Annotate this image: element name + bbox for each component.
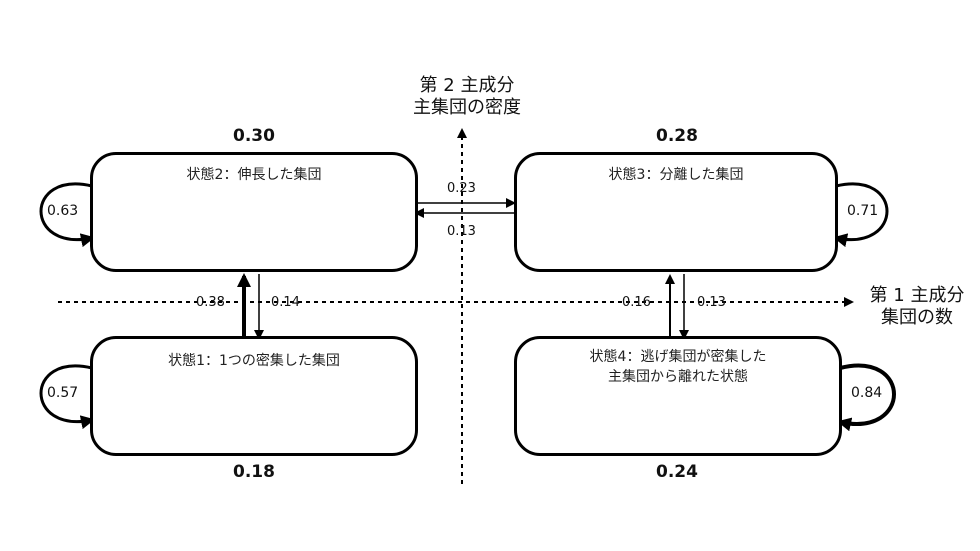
self-loop-s3-value: 0.71 [847,203,879,219]
transition-s2-to-s3: 0.23 [447,181,476,196]
transition-s2-to-s1: 0.14 [271,295,300,310]
transition-s3-to-s4: 0.13 [697,295,726,310]
self-loop-s4 [837,363,896,432]
transition-s1-to-s2: 0.38 [196,295,225,310]
state-2-label: 状態2：伸長した集団 [186,167,322,183]
state-3-probability: 0.28 [656,126,698,146]
pc1-axis-label: 第 1 主成分 集団の数 [858,285,976,329]
state-3-label: 状態3：分離した集団 [608,167,744,183]
state-2-probability: 0.30 [233,126,275,146]
pc2-axis-label-line2: 主集団の密度 [413,97,521,118]
state-2-box: 状態2：伸長した集団 [90,152,418,272]
transition-s3-to-s2: 0.13 [447,224,476,239]
self-loop-s2 [39,182,95,248]
self-loop-s1-value: 0.57 [47,385,79,401]
state-4-label-line1: 状態4：逃げ集団が密集した [589,349,767,365]
state-1-box: 状態1：1つの密集した集団 [90,336,418,456]
state-4-probability: 0.24 [656,462,698,482]
state-3-box: 状態3：分離した集団 [514,152,838,272]
pc1-axis-label-line2: 集団の数 [881,307,953,328]
pc2-axis-label: 第 2 主成分 主集団の密度 [392,75,542,119]
transition-s4-to-s3: 0.16 [622,295,651,310]
state-4-box: 状態4：逃げ集団が密集した 主集団から離れた状態 [514,336,842,456]
self-loop-s4-value: 0.84 [851,385,883,401]
self-loop-s2-value: 0.63 [47,203,79,219]
state-4-label-line2: 主集団から離れた状態 [608,369,748,385]
state-1-label: 状態1：1つの密集した集団 [168,353,340,369]
self-loop-s1 [39,364,95,430]
pc2-axis-label-line1: 第 2 主成分 [419,75,515,96]
pc1-axis-label-line1: 第 1 主成分 [869,285,965,306]
state-1-probability: 0.18 [233,462,275,482]
self-loop-s3 [833,182,889,248]
